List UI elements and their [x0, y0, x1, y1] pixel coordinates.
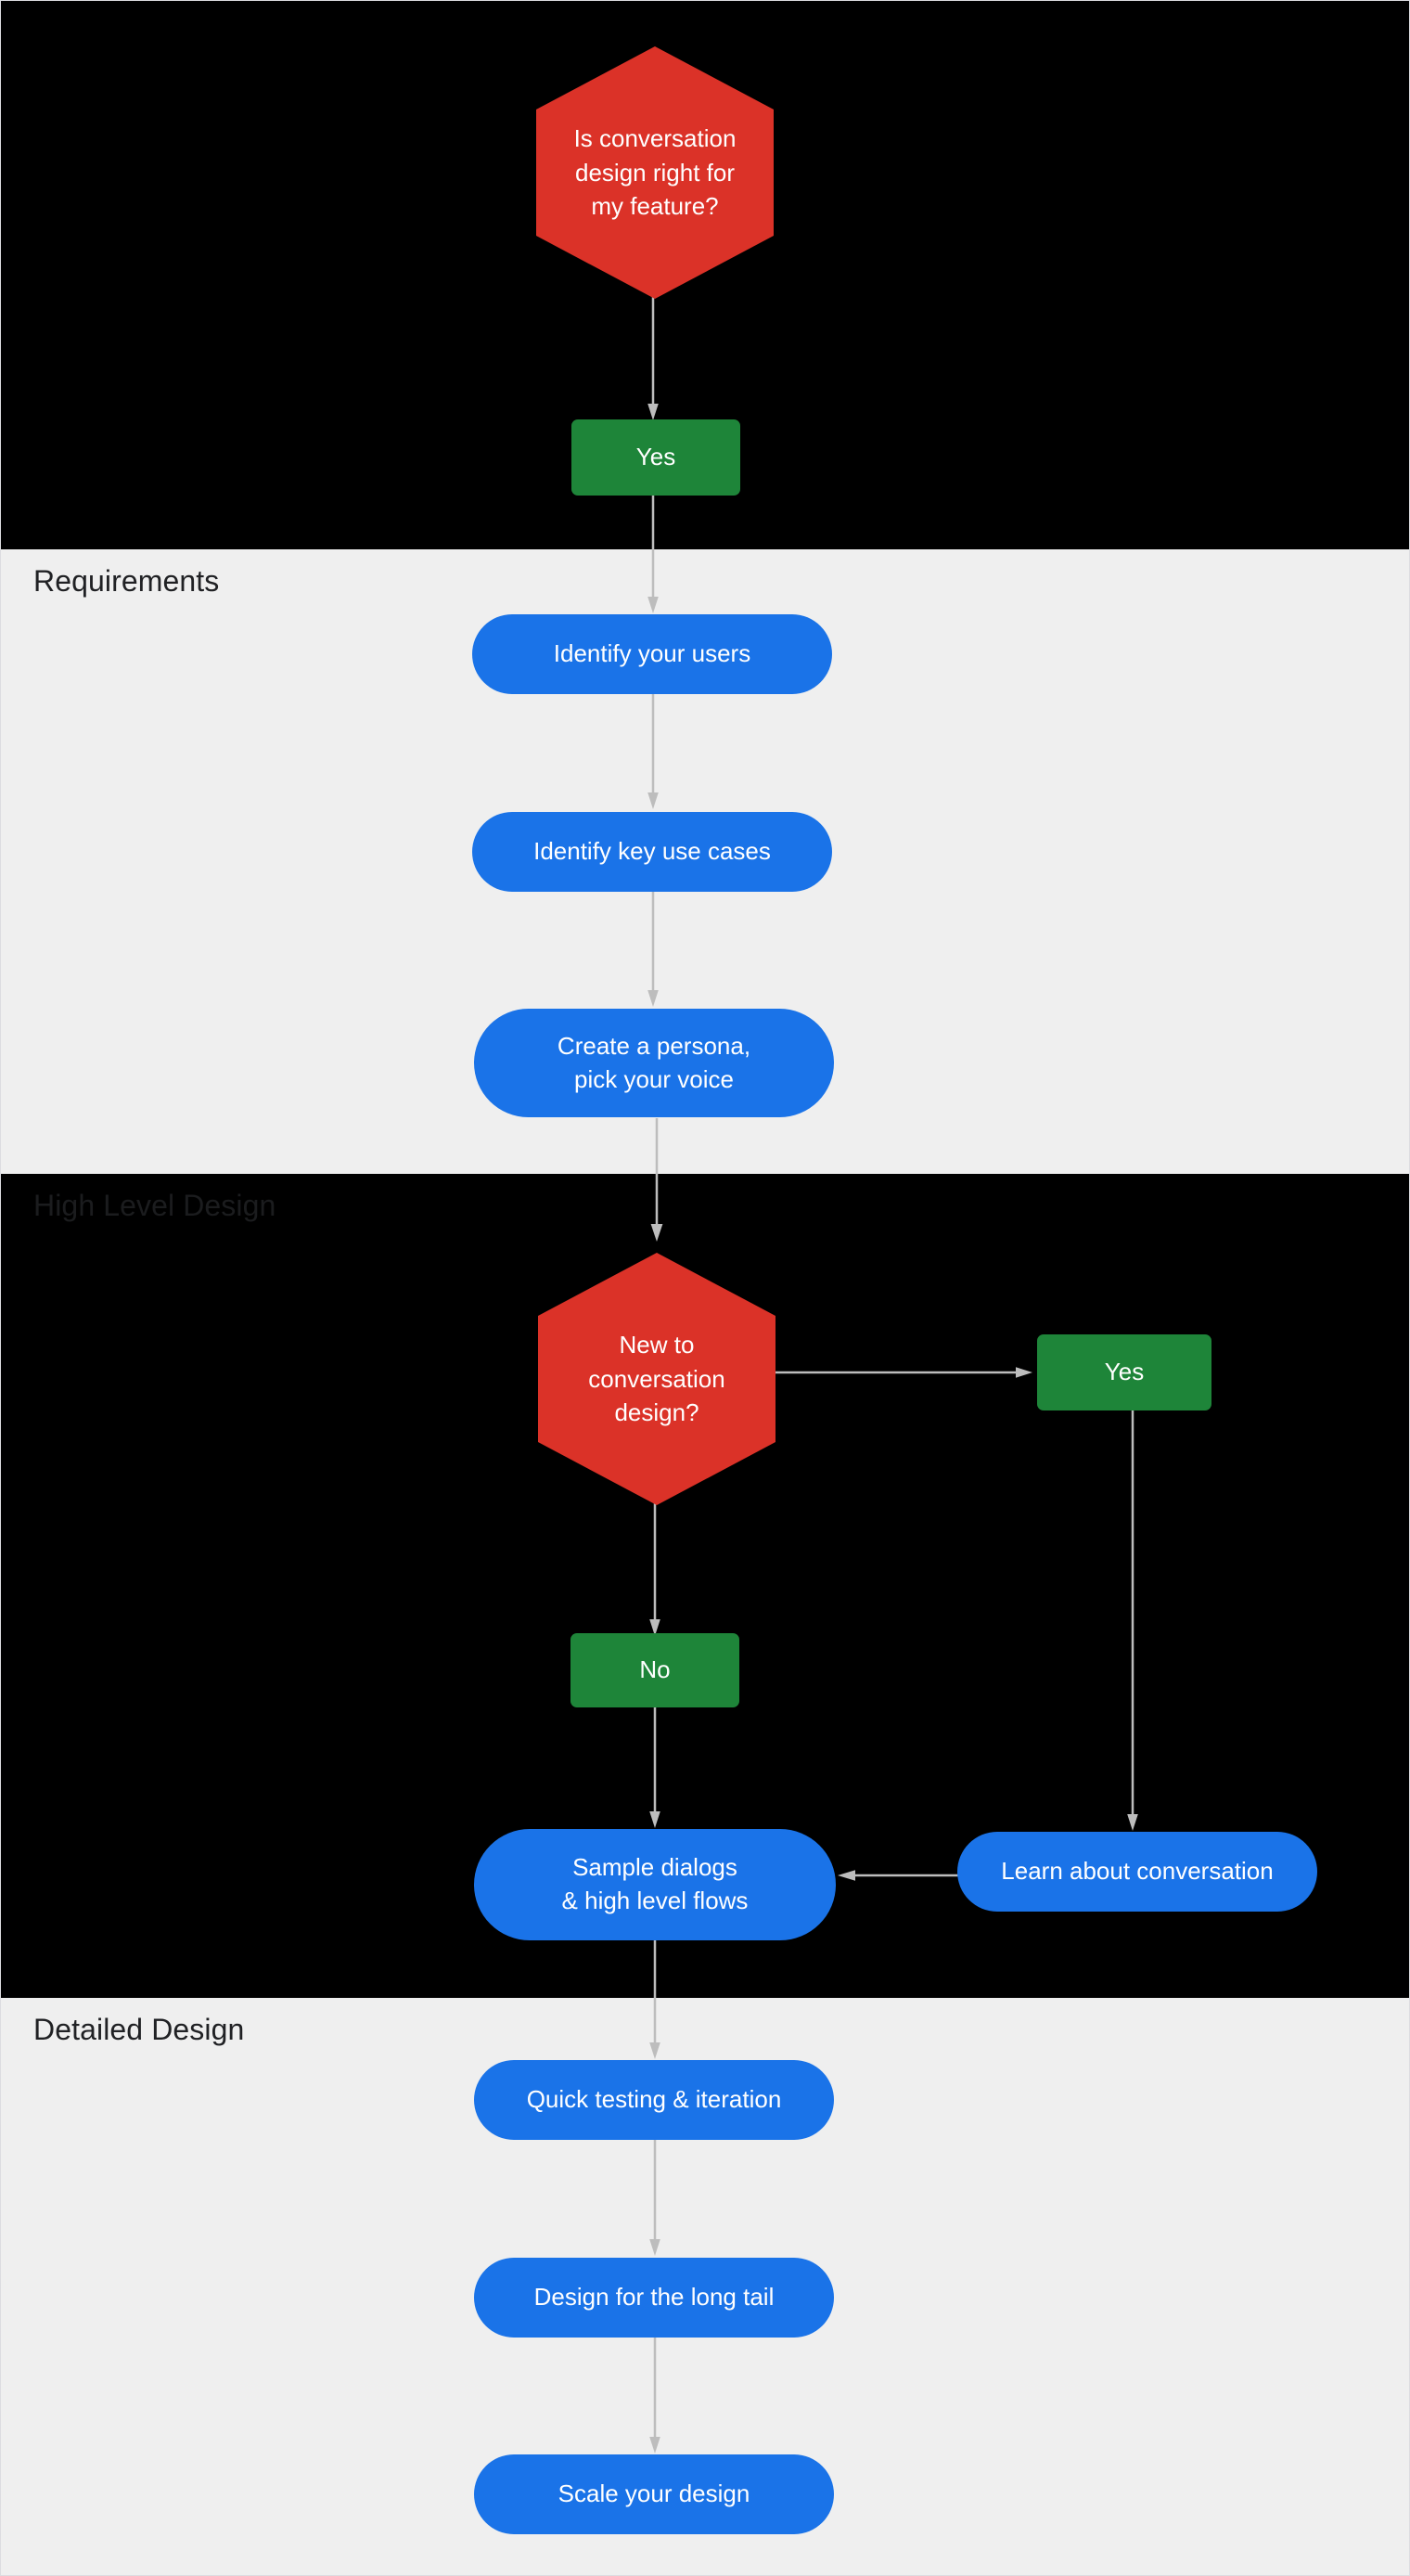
- action-sample-dialogs-and-high-level-flows-label: Sample dialogs & high level flows: [561, 1853, 749, 1914]
- answer-no-label: No: [639, 1655, 671, 1684]
- action-design-for-the-long-tail-label: Design for the long tail: [533, 2283, 775, 2312]
- action-scale-your-design[interactable]: Scale your design: [474, 2454, 834, 2534]
- action-scale-your-design-label: Scale your design: [558, 2479, 750, 2508]
- decision-new-to-conversation-design[interactable]: New to conversation design?: [538, 1253, 776, 1505]
- band-label-high-level-design: High Level Design: [33, 1189, 276, 1222]
- action-identify-key-use-cases-label: Identify key use cases: [533, 837, 771, 866]
- answer-yes-1-label: Yes: [635, 443, 676, 471]
- action-sample-dialogs-and-high-level-flows[interactable]: Sample dialogs & high level flows: [474, 1829, 836, 1940]
- decision-is-conversation-design-right-label: Is conversation design right for my feat…: [573, 123, 737, 221]
- action-create-a-persona[interactable]: Create a persona, pick your voice: [474, 1009, 834, 1117]
- band-label-detailed-design: Detailed Design: [33, 2013, 245, 2046]
- answer-yes-2[interactable]: Yes: [1037, 1334, 1211, 1410]
- answer-yes-2-label: Yes: [1104, 1358, 1145, 1386]
- action-create-a-persona-label: Create a persona, pick your voice: [557, 1031, 751, 1093]
- action-quick-testing-and-iteration-label: Quick testing & iteration: [526, 2085, 782, 2114]
- action-identify-your-users-label: Identify your users: [553, 639, 751, 668]
- action-learn-about-conversation[interactable]: Learn about conversation: [957, 1832, 1317, 1912]
- decision-new-to-conversation-design-label: New to conversation design?: [588, 1330, 725, 1427]
- answer-yes-1[interactable]: Yes: [571, 419, 740, 496]
- action-quick-testing-and-iteration[interactable]: Quick testing & iteration: [474, 2060, 834, 2140]
- action-learn-about-conversation-label: Learn about conversation: [1001, 1857, 1274, 1886]
- band-label-requirements: Requirements: [33, 564, 220, 598]
- action-identify-your-users[interactable]: Identify your users: [472, 614, 832, 694]
- decision-is-conversation-design-right[interactable]: Is conversation design right for my feat…: [536, 46, 774, 299]
- action-identify-key-use-cases[interactable]: Identify key use cases: [472, 812, 832, 892]
- action-design-for-the-long-tail[interactable]: Design for the long tail: [474, 2258, 834, 2338]
- answer-no[interactable]: No: [570, 1633, 739, 1707]
